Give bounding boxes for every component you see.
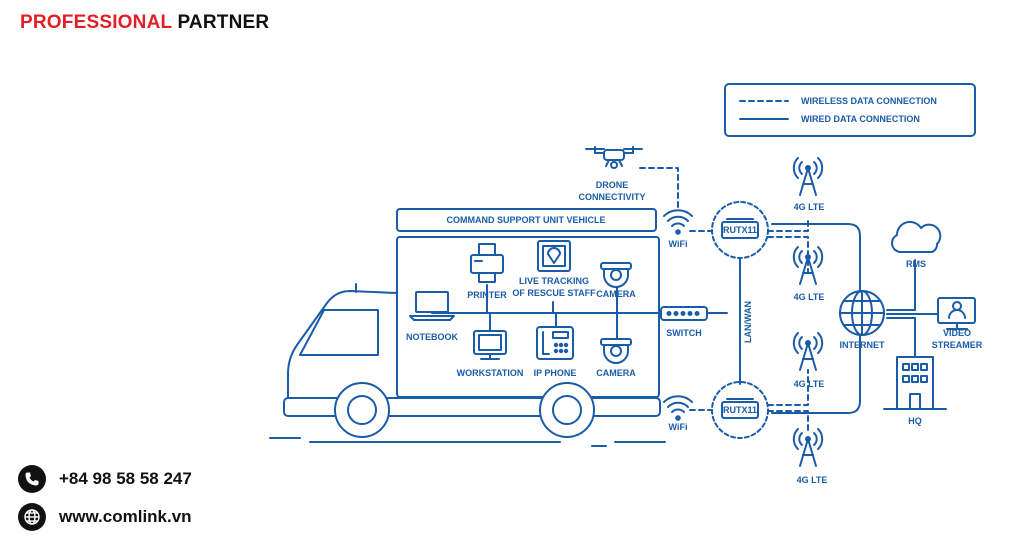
lte-tower-1-icon (792, 157, 824, 196)
globe-icon (18, 503, 46, 531)
legend-box (724, 83, 976, 137)
internet-label: INTERNET (840, 340, 886, 350)
video-streamer-label-line2: STREAMER (932, 340, 983, 350)
internal-wiring (431, 284, 662, 339)
printer-icon (470, 243, 504, 283)
phone-number: +84 98 58 58 247 (59, 469, 192, 488)
workstation-label: WORKSTATION (457, 368, 524, 378)
camera-top-label: CAMERA (596, 289, 636, 299)
router-top-model: RUTX11 (723, 225, 757, 235)
camera-bottom-label: CAMERA (596, 368, 636, 378)
wifi-top-label: WiFi (669, 239, 688, 249)
cloud-icon (891, 220, 942, 253)
website-link[interactable]: www.comlink.vn (59, 507, 192, 526)
router-bottom-icon (711, 381, 769, 439)
vehicle-title: COMMAND SUPPORT UNIT VEHICLE (446, 215, 605, 225)
ip-phone-icon (536, 326, 574, 360)
wired-links (706, 223, 938, 414)
hq-label: HQ (908, 416, 922, 426)
live-tracking-label-line2: OF RESCUE STAFF (512, 288, 596, 298)
video-streamer-icon (937, 297, 976, 330)
router-bottom-model: RUTX11 (723, 405, 757, 415)
lte-3-label: 4G LTE (794, 379, 825, 389)
lte-2-label: 4G LTE (794, 292, 825, 302)
internet-globe-icon (839, 290, 885, 336)
brand-word-partner: PARTNER (177, 12, 270, 33)
brand-title: PROFESSIONAL PARTNER (20, 12, 269, 34)
camera-top-icon (600, 262, 632, 288)
wireless-links (639, 167, 809, 431)
vehicle-title-board (396, 208, 657, 232)
drone-label-line1: DRONE (596, 180, 629, 190)
vehicle-body (269, 208, 666, 447)
legend-wireless-label: WIRELESS DATA CONNECTION (801, 96, 937, 106)
drone-icon (585, 146, 643, 169)
phone-icon (18, 465, 46, 493)
lan-wan-label: LAN/WAN (743, 301, 753, 343)
lte-tower-3-icon (792, 332, 824, 371)
video-streamer-label-line1: VIDEO (943, 328, 971, 338)
printer-label: PRINTER (467, 290, 507, 300)
workstation-icon (473, 330, 507, 360)
notebook-icon (409, 291, 455, 321)
wifi-bottom-icon (663, 395, 693, 421)
lte-4-label: 4G LTE (797, 475, 828, 485)
lte-tower-4-icon (792, 428, 824, 467)
hq-building-icon (883, 356, 947, 410)
rms-label: RMS (906, 259, 926, 269)
website-contact: www.comlink.vn (18, 503, 192, 531)
lte-1-label: 4G LTE (794, 202, 825, 212)
vehicle-wheel-rear (539, 382, 595, 438)
wifi-top-icon (663, 209, 693, 235)
ip-phone-label: IP PHONE (534, 368, 577, 378)
lte-tower-2-icon (792, 246, 824, 285)
brand-word-professional: PROFESSIONAL (20, 12, 172, 33)
router-top-icon (711, 201, 769, 259)
live-tracking-label-line1: LIVE TRACKING (519, 276, 589, 286)
legend-wired-label: WIRED DATA CONNECTION (801, 114, 920, 124)
wifi-bottom-label: WiFi (669, 422, 688, 432)
phone-contact: +84 98 58 58 247 (18, 465, 192, 493)
notebook-label: NOTEBOOK (406, 332, 459, 342)
switch-icon (660, 306, 708, 321)
drone-label-line2: CONNECTIVITY (578, 192, 645, 202)
vehicle-wheel-front (334, 382, 390, 438)
camera-bottom-icon (600, 338, 632, 364)
map-tracking-icon (537, 240, 571, 272)
switch-label: SWITCH (666, 328, 702, 338)
